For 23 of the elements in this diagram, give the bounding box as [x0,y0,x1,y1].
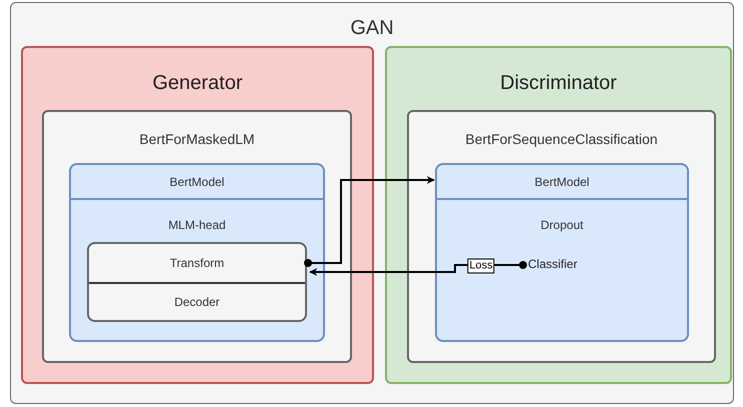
section-header: BertModel [71,165,323,200]
outer-container [10,2,734,404]
edge-label: Loss [467,258,495,274]
panel-title: GAN [350,16,394,41]
submodel-box [435,163,689,342]
model-box [407,110,716,363]
panel-title: Generator [152,71,243,96]
layer-label: MLM-head [168,217,226,234]
connector-arrow [304,176,435,267]
layer-box [87,242,307,322]
panel-title: Discriminator [500,71,617,96]
submodel-box [69,163,325,342]
layer-label: Dropout [540,217,584,234]
classifier-label: Classifier [528,256,598,272]
layer-label: Transform [170,255,224,272]
generator-panel [21,46,374,384]
connector-arrow [309,261,527,276]
section-header: BertModel [437,165,687,200]
panel-title: BertForSequenceClassification [465,130,658,149]
panel-title: BertForMaskedLM [139,130,255,149]
layer-label: Decoder [174,294,220,311]
model-box [42,110,352,363]
discriminator-panel [385,46,732,384]
